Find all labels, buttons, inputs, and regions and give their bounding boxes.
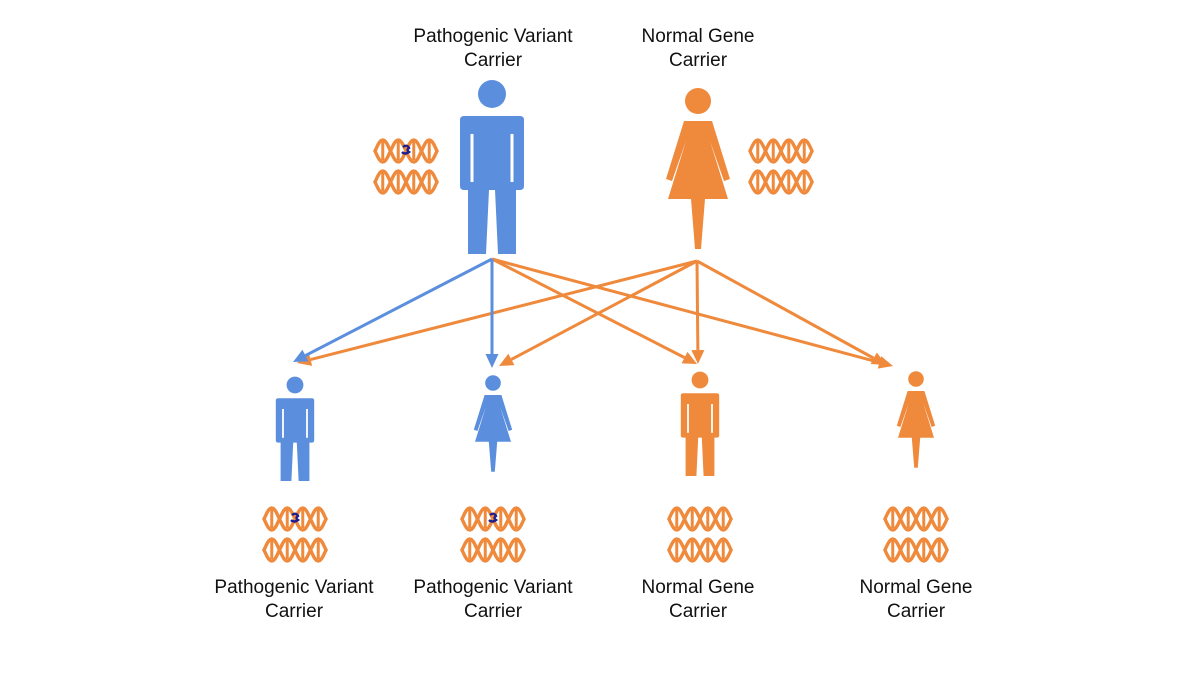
inheritance-arrows [293,257,893,369]
child-1-male-figure [275,376,315,481]
arrow-mother-to-child-4 [696,259,886,365]
arrow-mother-to-child-1 [297,259,698,366]
arrow-mother-to-child-3 [691,260,705,364]
mutation-mark [401,144,412,155]
child-4-female-figure [896,371,936,468]
mother-dna-pair [748,138,814,195]
child-4-dna-pair [883,506,949,563]
child-3-dna-pair [667,506,733,563]
child-2-dna-pair [460,506,526,563]
arrow-father-to-child-1 [293,257,493,362]
people [275,80,936,481]
father-dna-pair [373,138,439,195]
chromosome-pairs [262,138,949,563]
mutation-mark [488,512,499,523]
child-2-female-figure [473,375,513,472]
mother-female-figure [666,88,730,249]
child-1-dna-pair [262,506,328,563]
arrow-father-to-child-2 [485,259,499,368]
arrow-father-to-child-3 [491,257,697,364]
father-male-figure [460,80,524,254]
child-3-male-figure [680,371,720,476]
mutation-mark [290,512,301,523]
arrow-mother-to-child-2 [499,259,698,366]
